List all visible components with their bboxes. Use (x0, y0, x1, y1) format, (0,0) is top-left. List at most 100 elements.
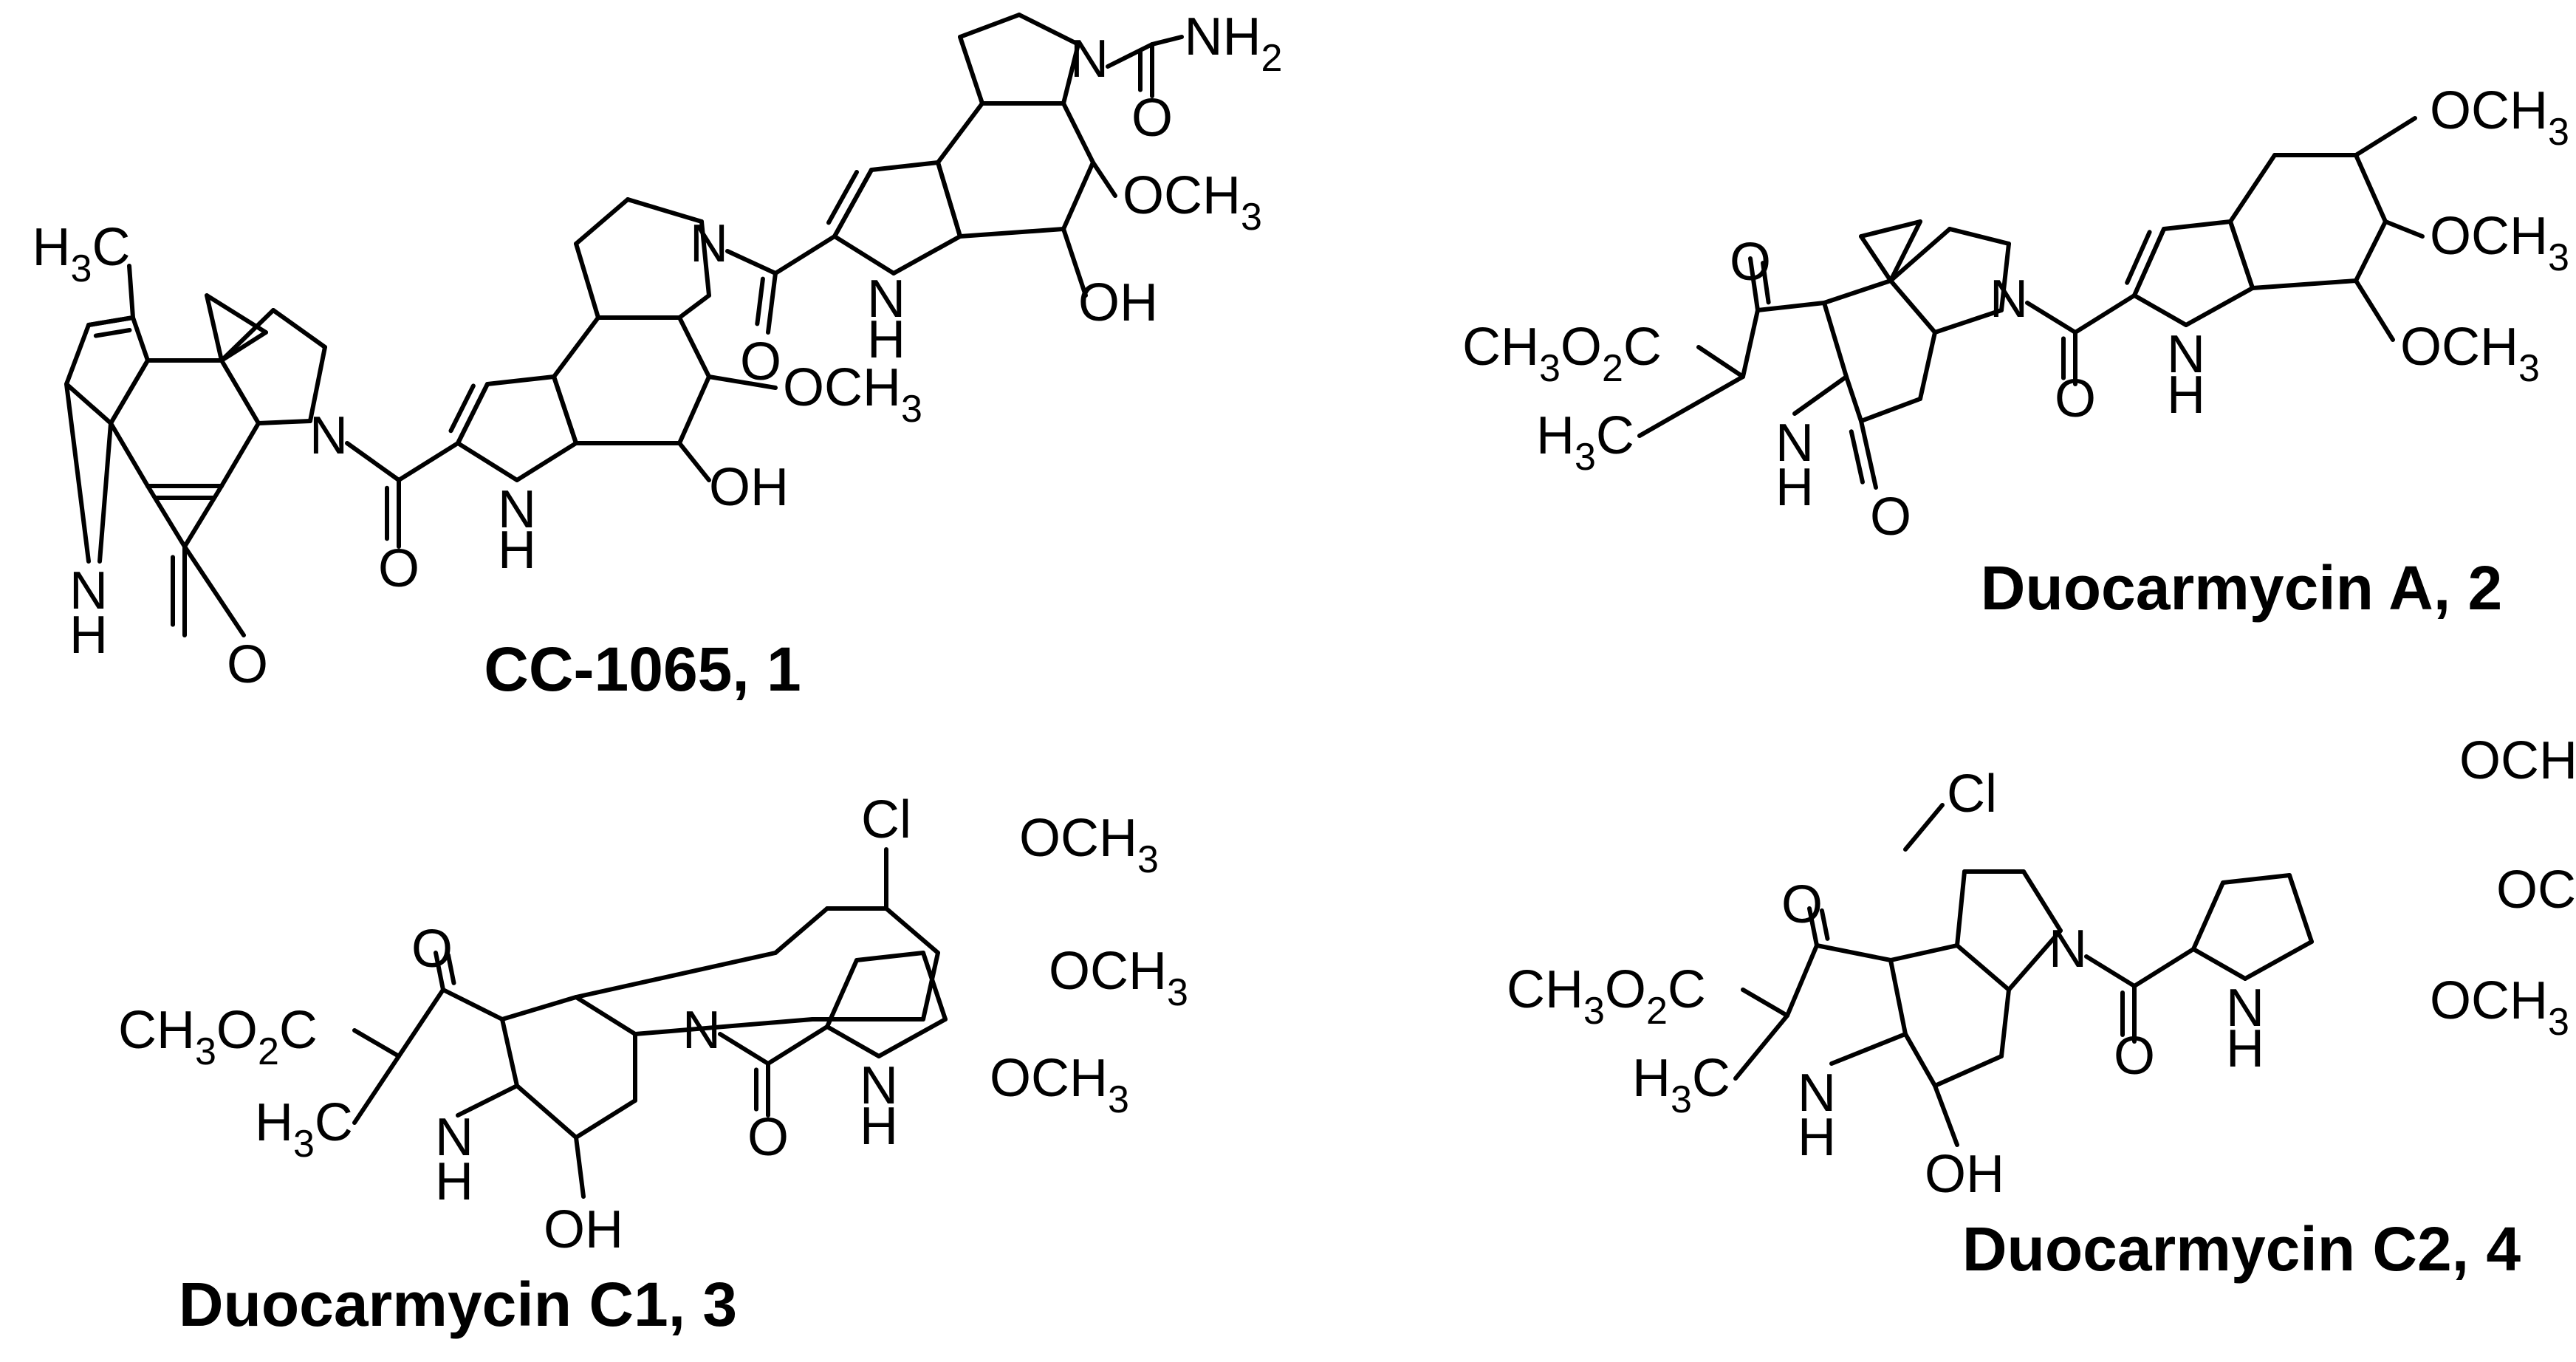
atom-label-och3_b: OCH3 (783, 358, 922, 431)
atom-label-och3_2: OCH3 (1049, 942, 1188, 1014)
atom-label-part: 2 (1646, 990, 1668, 1033)
atom-label-part: O (1131, 89, 1173, 148)
atom-label-nh_h: H (1775, 458, 1814, 517)
bond (445, 952, 456, 985)
atom-label-n: N (2049, 920, 2087, 979)
bond (1792, 374, 1849, 416)
bond (2228, 219, 2255, 290)
bond (773, 234, 837, 276)
atom-label-nh: N (435, 1108, 473, 1167)
bond (182, 484, 224, 549)
atom-label-o_amide2: O (740, 332, 781, 391)
atom-label-n_cpi: N (309, 406, 348, 465)
bond (97, 421, 113, 564)
bond (552, 374, 578, 445)
atom-label-part: N (2167, 325, 2205, 384)
bond (2191, 880, 2225, 951)
bond (1091, 160, 1117, 198)
atom-label-cl: Cl (1947, 764, 1997, 824)
bond (2228, 153, 2277, 224)
bond (1741, 988, 1789, 1018)
atom-label-part: Cl (861, 790, 911, 849)
bond (93, 327, 132, 338)
bond (884, 906, 940, 955)
atom-label-part: N (1070, 30, 1109, 89)
bond (574, 197, 630, 246)
bond (1859, 397, 1922, 423)
atom-label-part: O (740, 332, 781, 391)
atom-label-part: OCH (2430, 207, 2548, 266)
atom-label-part: C (1668, 960, 1706, 1019)
atom-label-part: 3 (1241, 196, 1262, 239)
atom-label-part: H (498, 521, 536, 580)
compound-caption: Duocarmycin A, 2 (1981, 553, 2502, 623)
atom-label-part: O (1781, 875, 1823, 934)
bond (1017, 13, 1080, 47)
bond (958, 227, 1066, 239)
compound-duocarmycin-c2: ClCH3O2CH3CONHOHNONHOCH3OCH3OCH3Duocarmy… (1507, 731, 2576, 1284)
atom-label-nh_b_h: H (498, 521, 536, 580)
atom-label-part: 3 (2548, 236, 2569, 279)
atom-label-part: OCH (783, 358, 901, 417)
bond (574, 1135, 586, 1199)
atom-label-nh_ind_h: H (2226, 1019, 2264, 1078)
atom-label-part: C (279, 1001, 318, 1060)
bond (2132, 227, 2166, 298)
bond (921, 951, 940, 1022)
bond (766, 271, 778, 335)
atom-label-part: H (1536, 406, 1575, 465)
bond (958, 35, 984, 106)
bond (1761, 261, 1771, 305)
bond (1859, 234, 1893, 283)
bond (2354, 116, 2417, 157)
bond (500, 1017, 519, 1088)
bond (1822, 301, 1849, 379)
atom-label-och3_3: OCH3 (2430, 971, 2569, 1044)
bond (1903, 1032, 1937, 1088)
atom-label-h3c: H3C (1632, 1049, 1730, 1121)
atom-label-o_top: O (411, 920, 453, 979)
atom-label-part: H (867, 310, 905, 369)
atom-label-part: 3 (195, 1030, 216, 1073)
bond (1696, 345, 1745, 379)
bond (1819, 908, 1830, 941)
atom-label-part: 3 (901, 388, 922, 431)
atom-label-och3_3: OCH3 (2400, 318, 2540, 390)
bond (574, 995, 637, 1036)
bond (1948, 227, 2011, 246)
bond (832, 168, 874, 239)
bond (1888, 278, 1937, 335)
bond (825, 1024, 881, 1058)
bond (500, 995, 578, 1022)
atom-label-part: O (747, 1108, 789, 1167)
bond (64, 323, 91, 386)
atom-label-part: H (1775, 458, 1814, 517)
bond (1106, 42, 1154, 69)
bond (958, 13, 1021, 39)
atom-label-och3_1: OCH3 (2430, 81, 2569, 154)
atom-label-part: 3 (1167, 971, 1188, 1014)
bond (725, 249, 778, 276)
atom-label-part: OCH (2430, 971, 2548, 1030)
bond (1888, 219, 1922, 283)
atom-label-ester: CH3O2C (1462, 318, 1662, 390)
bond (574, 951, 778, 999)
atom-label-part: H (860, 1097, 898, 1156)
bond (1933, 308, 2004, 335)
bond (219, 308, 275, 363)
atom-label-oh_c: OH (1078, 273, 1158, 332)
atom-label-part: O (227, 635, 268, 694)
atom-label-part: N (309, 406, 348, 465)
bond (633, 1017, 815, 1036)
atom-label-och3_2: OCH3 (2430, 207, 2569, 279)
atom-label-nh_ind_h: H (860, 1097, 898, 1156)
atom-label-part: OCH (2400, 318, 2518, 377)
bond (891, 234, 962, 276)
atom-label-part: H (2167, 366, 2205, 425)
atom-label-part: O (2055, 369, 2096, 428)
atom-label-part: C (92, 218, 130, 277)
atom-label-nh_c: N (867, 270, 905, 329)
bond (219, 421, 261, 488)
atom-label-o_amide1: O (378, 539, 419, 598)
